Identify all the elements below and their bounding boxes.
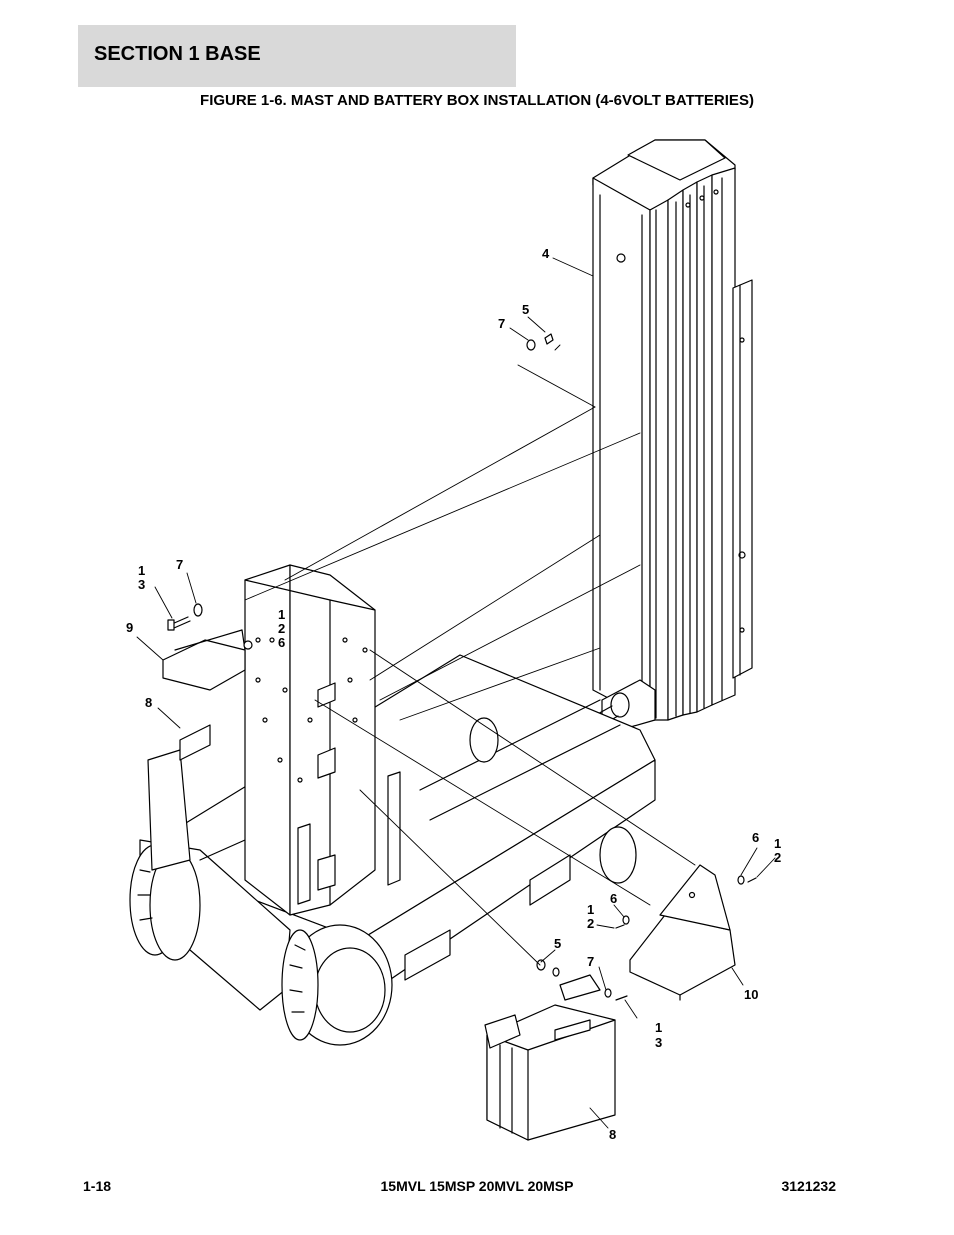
- callout-10: 10: [744, 987, 758, 1002]
- figure-title: FIGURE 1-6. MAST AND BATTERY BOX INSTALL…: [200, 92, 754, 109]
- callout-1: 1: [774, 836, 781, 851]
- section-header: SECTION 1 BASE: [78, 25, 516, 87]
- model-list: 15MVL 15MSP 20MVL 20MSP: [380, 1178, 574, 1194]
- callout-4: 4: [542, 246, 550, 261]
- callout-5: 5: [522, 302, 529, 317]
- section-title: SECTION 1 BASE: [94, 43, 261, 65]
- callout-7: 7: [176, 557, 183, 572]
- battery-trays: [162, 629, 736, 1001]
- callout-1: 1: [655, 1020, 662, 1035]
- wheels: [129, 717, 637, 1046]
- callout-9: 9: [126, 620, 133, 635]
- leader-lines: [136, 257, 776, 1129]
- callout-1: 1: [587, 902, 594, 917]
- callout-6: 6: [610, 891, 617, 906]
- callout-7: 7: [498, 316, 505, 331]
- callout-7: 7: [587, 954, 594, 969]
- callout-1: 1: [138, 563, 145, 578]
- fasteners: [167, 333, 757, 1001]
- callout-8: 8: [145, 695, 152, 710]
- battery-box-tower: [244, 564, 401, 916]
- callout-2: 2: [278, 621, 285, 636]
- callout-8: 8: [609, 1127, 616, 1142]
- document-number: 3121232: [781, 1178, 836, 1194]
- callouts: 4 5 7 1 3 7 9 1 2 6 8 6 1 2 6 1 2 5 7 10…: [126, 246, 781, 1142]
- callout-2: 2: [774, 850, 781, 865]
- page-number: 1-18: [83, 1178, 112, 1194]
- callout-1: 1: [278, 607, 285, 622]
- callout-5: 5: [554, 936, 561, 951]
- mast-assembly: [576, 139, 753, 737]
- callout-6: 6: [278, 635, 285, 650]
- callout-3: 3: [138, 577, 145, 592]
- callout-3: 3: [655, 1035, 662, 1050]
- callout-6: 6: [752, 830, 759, 845]
- callout-2: 2: [587, 916, 594, 931]
- battery: [147, 724, 616, 1141]
